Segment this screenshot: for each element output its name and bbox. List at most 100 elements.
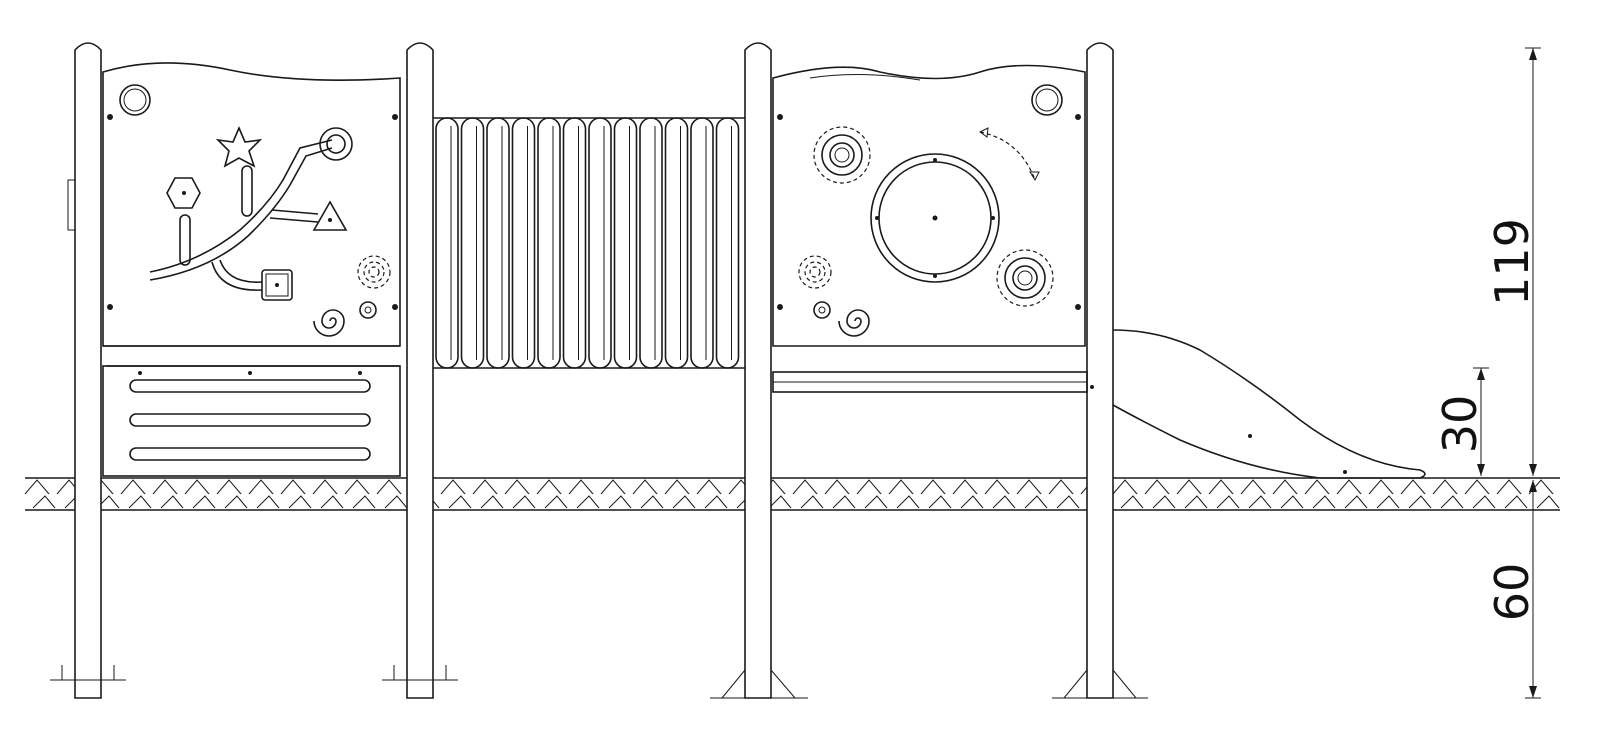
bolt <box>107 114 113 120</box>
tunnel-rib <box>435 117 459 369</box>
hatch-mark <box>664 479 696 509</box>
left-structure <box>50 42 458 699</box>
dimension-label-platform: 30 <box>1433 395 1487 454</box>
bolt <box>107 304 113 310</box>
hatch-mark <box>856 479 888 509</box>
hatch-mark <box>792 479 824 509</box>
hatch-mark <box>216 479 248 509</box>
climbing-rung <box>129 447 371 461</box>
tunnel-rib <box>562 117 587 369</box>
climbing-rung <box>129 413 371 427</box>
hatch-mark <box>952 479 984 509</box>
hatch-mark <box>824 479 856 509</box>
dimension-label-overall: 119 <box>1485 218 1539 306</box>
post-left-1 <box>50 42 126 699</box>
hatch-mark <box>24 479 56 509</box>
climbing-rung <box>129 379 371 393</box>
hatch-mark <box>600 479 632 509</box>
spinner-knob <box>813 126 871 184</box>
slot <box>241 165 253 217</box>
ground <box>24 477 1560 511</box>
post-right-1 <box>710 42 808 699</box>
right-activity-panel <box>772 64 1086 347</box>
bolt <box>392 304 398 310</box>
post-handle <box>67 179 76 231</box>
slot <box>179 214 191 266</box>
dimension-label-foundation: 60 <box>1485 563 1539 622</box>
hatch-mark <box>120 479 152 509</box>
small-ring <box>359 301 377 319</box>
tunnel-rib <box>690 117 714 369</box>
hatch-mark <box>184 479 216 509</box>
hatch-mark <box>984 479 1016 509</box>
hatch-mark <box>920 479 952 509</box>
bolt <box>392 114 398 120</box>
steering-wheel <box>870 153 1000 283</box>
tunnel-ribs <box>435 117 740 369</box>
hatch-mark <box>280 479 312 509</box>
right-structure <box>710 42 1426 699</box>
slide <box>1112 329 1426 479</box>
tunnel-rib <box>715 117 740 369</box>
tunnel-rib <box>511 117 536 369</box>
hatch-mark <box>152 479 184 509</box>
hatch-mark <box>440 479 472 509</box>
speaker-grille <box>798 255 832 289</box>
square-shape <box>261 269 293 301</box>
platform-deck <box>772 371 1094 393</box>
hatch-mark <box>1368 479 1400 509</box>
hatch-mark <box>1240 479 1272 509</box>
hatch-mark <box>1112 479 1144 509</box>
tunnel-rib <box>613 117 638 369</box>
hatch-mark <box>1432 479 1464 509</box>
hatch-mark <box>1144 479 1176 509</box>
small-ring <box>813 301 831 319</box>
tunnel-rib <box>639 117 663 369</box>
porthole <box>1031 84 1063 116</box>
hatch-mark <box>536 479 568 509</box>
hatch-mark <box>888 479 920 509</box>
hatch-mark <box>504 479 536 509</box>
spiral-shape <box>838 309 870 337</box>
porthole <box>119 84 151 116</box>
hatch-mark <box>1464 479 1496 509</box>
left-lower-panel <box>102 365 401 477</box>
bead-maze-track <box>149 139 333 273</box>
tunnel-rib <box>460 117 485 369</box>
triangle-shape <box>312 200 348 231</box>
hatch-mark <box>1400 479 1432 509</box>
spinner-knob <box>996 249 1054 307</box>
hatch-mark <box>248 479 280 509</box>
hatch-mark <box>472 479 504 509</box>
rotation-arrow <box>979 131 1036 181</box>
tunnel-rib <box>486 117 510 369</box>
crawl-tunnel <box>433 117 745 369</box>
hatch-mark <box>376 479 408 509</box>
hatch-mark <box>632 479 664 509</box>
hatch-mark <box>696 479 728 509</box>
post-left-2 <box>382 42 458 699</box>
star-shape <box>215 125 263 168</box>
tunnel-rib <box>537 117 561 369</box>
hexagon-shape <box>166 177 201 209</box>
hatch-mark <box>568 479 600 509</box>
hatch-mark <box>1176 479 1208 509</box>
ground-hatching <box>24 479 1560 509</box>
hatch-mark <box>1496 479 1528 509</box>
spiral-shape <box>313 309 345 337</box>
speaker-grille <box>357 255 391 289</box>
hatch-mark <box>1272 479 1304 509</box>
left-activity-panel <box>102 62 401 367</box>
maze-knob <box>319 127 353 161</box>
hatch-mark <box>1336 479 1368 509</box>
hatch-mark <box>1304 479 1336 509</box>
tunnel-rib <box>664 117 689 369</box>
hatch-mark <box>1016 479 1048 509</box>
hatch-mark <box>1208 479 1240 509</box>
hatch-mark <box>312 479 344 509</box>
hatch-mark <box>1048 479 1080 509</box>
tunnel-rib <box>588 117 612 369</box>
post-right-2 <box>1052 42 1148 699</box>
dimension-lines: 119 30 60 <box>1433 47 1541 699</box>
